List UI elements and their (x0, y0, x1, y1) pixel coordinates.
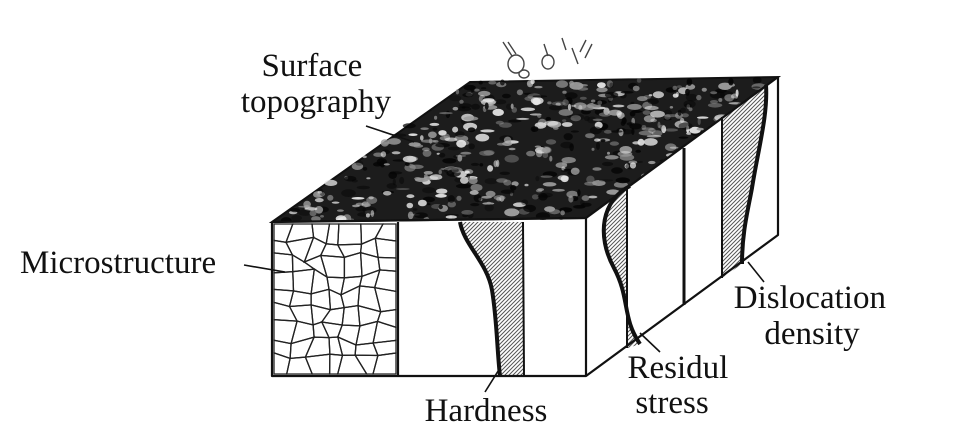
microstructure-label: Microstructure (20, 245, 216, 281)
residual-label-line1: Residul (627, 350, 728, 386)
sputter-particles-icon (502, 37, 593, 79)
residual-label-line2: stress (635, 385, 708, 421)
block-outline (270, 76, 780, 378)
leader-lines (243, 125, 765, 393)
dislocation-density-curve (740, 84, 769, 265)
residual-stress-curve (601, 184, 642, 346)
surface-label-line1: Surface (261, 48, 362, 84)
surface-label-line2: topography (241, 84, 392, 120)
hardness-leader (484, 367, 501, 393)
hardness-axis-line (522, 221, 525, 377)
dislocation-leader (747, 261, 765, 283)
hardness-profile (460, 222, 524, 376)
residual-leader (639, 332, 661, 353)
dislocation-density-profile (722, 85, 767, 278)
hardness-label: Hardness (425, 393, 548, 429)
residual-stress-label: Residul stress (627, 350, 736, 421)
microstructure-grains (273, 223, 397, 375)
dislocation-label-line1: Dislocation (734, 280, 886, 316)
residual-stress-profile (603, 186, 640, 348)
surface-leader (365, 125, 415, 143)
hardness-curve (458, 221, 502, 377)
surface-texture (280, 76, 767, 225)
dislocation-density-label: Dislocation density (734, 280, 894, 352)
surface-topography-label: Surface topography (241, 48, 392, 120)
microstructure-leader (243, 264, 286, 273)
dislocation-label-line2: density (764, 316, 860, 352)
